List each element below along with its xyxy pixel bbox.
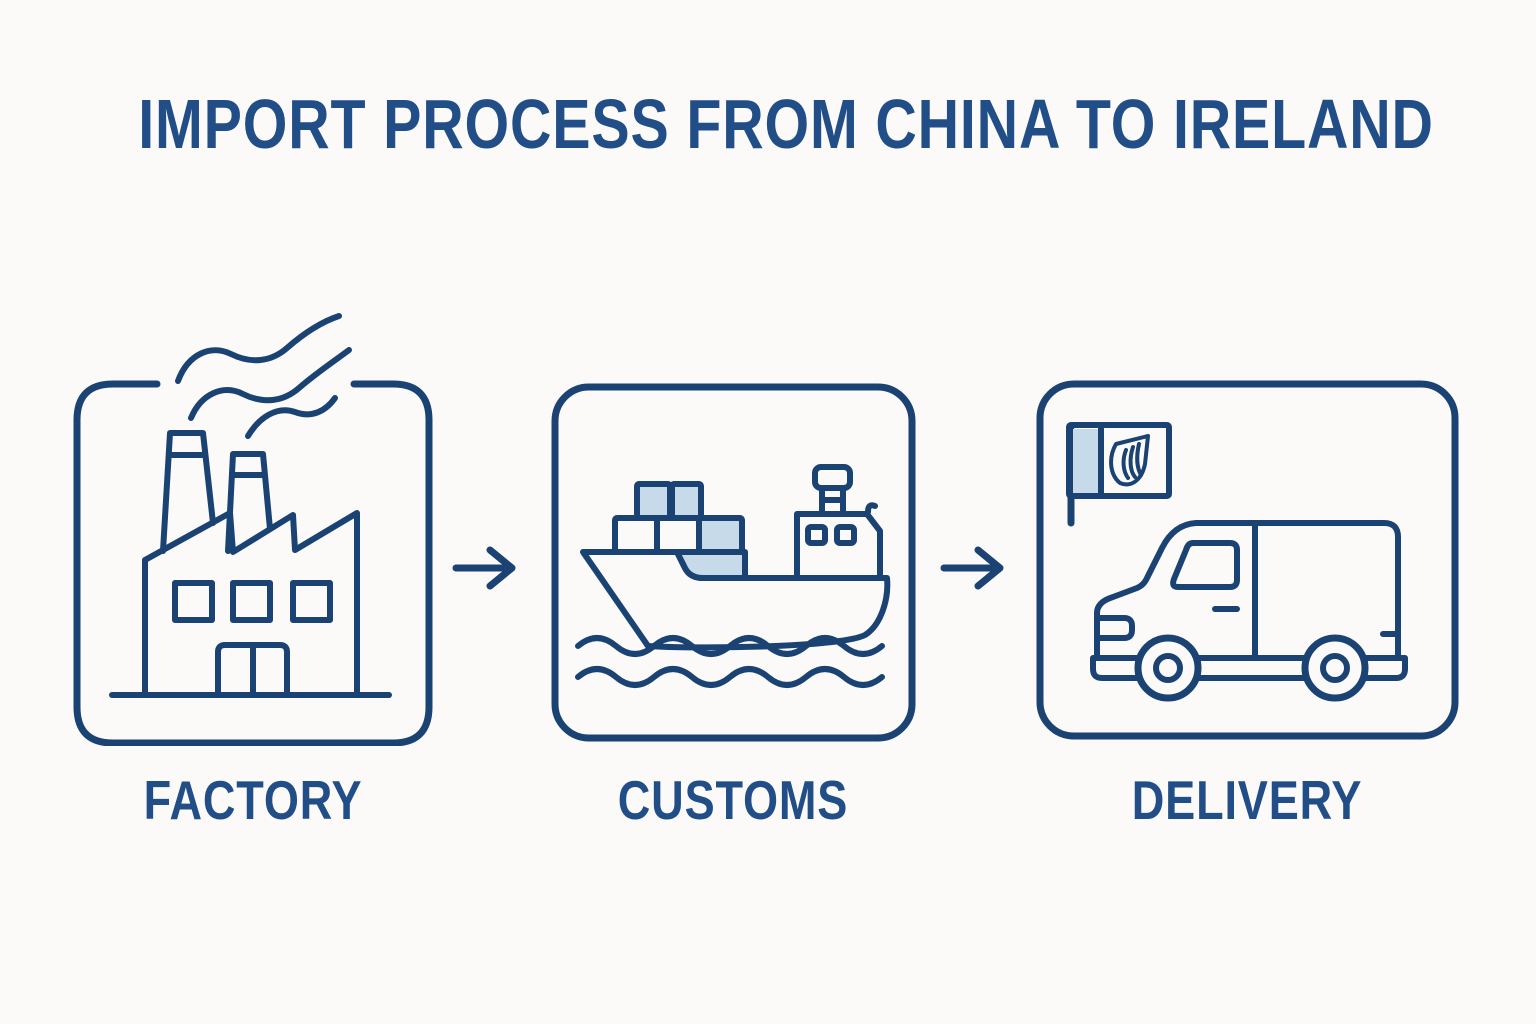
- bridge-window: [834, 524, 857, 546]
- truck-window: [1170, 540, 1240, 590]
- delivery-card-border: [1036, 380, 1459, 740]
- delivery-truck-icon: [1036, 380, 1459, 740]
- factory-door: [215, 642, 290, 698]
- ship-funnel: [812, 464, 853, 491]
- wave-line: [575, 666, 885, 688]
- step-label-delivery: DELIVERY: [1131, 769, 1363, 831]
- factory-window: [172, 580, 215, 623]
- factory-card-border: [73, 380, 433, 746]
- wheel-icon: [1301, 634, 1369, 702]
- bridge-window: [805, 524, 828, 546]
- truck-body: [1094, 520, 1401, 661]
- wheel-icon: [1134, 634, 1202, 702]
- harp-emblem-icon: [1109, 434, 1150, 487]
- container-icon: [669, 481, 704, 521]
- step-label-factory: FACTORY: [143, 769, 363, 831]
- step-label-customs: CUSTOMS: [617, 769, 849, 831]
- arrow-right-icon: [940, 546, 1004, 590]
- irish-harp-flag-icon: [1066, 422, 1172, 527]
- ship-deck-section: [674, 549, 748, 581]
- customs-card-border: [551, 383, 916, 742]
- factory-building: [142, 510, 360, 698]
- container-icon: [654, 515, 702, 555]
- smoke-icon: [175, 313, 352, 439]
- container-icon: [634, 481, 673, 521]
- wave-line: [575, 635, 885, 657]
- container-icon: [696, 515, 745, 555]
- truck-bumper: [1090, 655, 1408, 681]
- chimney-left: [160, 430, 216, 554]
- truck-grille: [1095, 615, 1135, 641]
- factory-window: [290, 580, 333, 623]
- cargo-ship-icon: [551, 383, 916, 742]
- page-title: IMPORT PROCESS FROM CHINA TO IRELAND: [138, 85, 1434, 163]
- factory-icon: [73, 313, 433, 746]
- chimney-right: [225, 451, 273, 554]
- arrow-right-icon: [452, 546, 516, 590]
- container-icon: [612, 515, 660, 555]
- factory-window: [230, 580, 273, 623]
